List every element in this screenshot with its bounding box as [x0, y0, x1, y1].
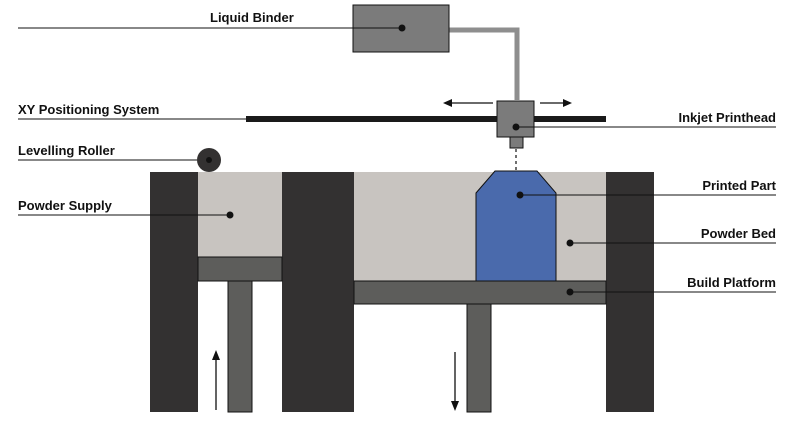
levelling-roller — [197, 148, 221, 172]
double-headed-arrow-icon — [443, 99, 572, 107]
arrow-up-icon — [212, 350, 220, 410]
label-build-platform: Build Platform — [687, 275, 776, 290]
label-liquid-binder: Liquid Binder — [210, 10, 294, 25]
xy-positioning-rail — [246, 116, 606, 122]
wall-left — [150, 172, 198, 412]
label-powder-bed: Powder Bed — [701, 226, 776, 241]
binder-feed-line — [448, 27, 520, 100]
build-piston-rod — [466, 303, 492, 413]
label-inkjet-printhead: Inkjet Printhead — [678, 110, 776, 125]
label-powder-supply: Powder Supply — [18, 198, 113, 213]
inkjet-printhead-body — [496, 100, 535, 138]
arrow-down-icon — [451, 352, 459, 411]
label-xy-positioning-system: XY Positioning System — [18, 102, 159, 117]
supply-piston-plate — [197, 256, 283, 282]
label-printed-part: Printed Part — [702, 178, 776, 193]
label-levelling-roller: Levelling Roller — [18, 143, 115, 158]
inkjet-printhead-nozzle — [509, 136, 524, 149]
supply-piston-rod — [227, 280, 253, 413]
printed-part — [475, 170, 557, 282]
leader-lines — [18, 24, 776, 296]
wall-middle — [282, 172, 354, 412]
